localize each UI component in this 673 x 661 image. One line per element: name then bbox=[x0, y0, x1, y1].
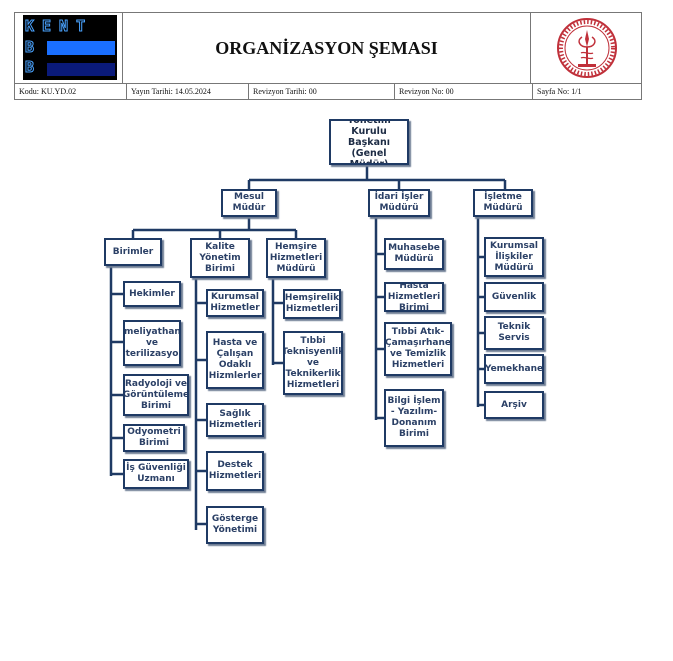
document-info-row: Kodu: KU.YD.02 Yayın Tarihi: 14.05.2024 … bbox=[15, 83, 641, 100]
org-box-tibbi-atik: Tıbbi Atık-Çamaşırhane ve Temizlik Hizme… bbox=[384, 322, 452, 376]
org-box-kalite: Kalite Yönetim Birimi bbox=[190, 238, 250, 278]
org-box-arsiv: Arşiv bbox=[484, 391, 544, 419]
logo-letter-b1: B bbox=[24, 38, 35, 57]
revision-date: Revizyon Tarihi: 00 bbox=[249, 84, 395, 100]
org-box-root: Yönetim Kurulu Başkanı (Genel Müdür) bbox=[329, 119, 409, 165]
org-box-hasta-hizmetleri: Hasta Hizmetleri Birimi bbox=[384, 282, 444, 312]
document-title: ORGANİZASYON ŞEMASI bbox=[123, 13, 531, 83]
org-box-destek-hizmetleri: Destek Hizmetleri bbox=[206, 451, 264, 491]
org-box-kurumsal-iliskiler: Kurumsal İlişkiler Müdürü bbox=[484, 237, 544, 277]
ministry-seal-icon bbox=[531, 13, 643, 83]
org-box-hekimler: Hekimler bbox=[123, 281, 181, 307]
org-box-bilgi-islem: Bilgi İşlem - Yazılım-Donanım Birimi bbox=[384, 389, 444, 447]
org-box-mesul-mudur: Mesul Müdür bbox=[221, 189, 277, 217]
org-box-hasta-calisan: Hasta ve Çalışan Odaklı Hizmlerler bbox=[206, 331, 264, 389]
logo-text: KENT bbox=[24, 17, 94, 36]
document-code: Kodu: KU.YD.02 bbox=[15, 84, 127, 100]
org-box-hemsire: Hemşire Hizmetleri Müdürü bbox=[266, 238, 326, 278]
logo-letter-b2: B bbox=[24, 58, 35, 77]
page-number: Sayfa No: 1/1 bbox=[537, 87, 582, 96]
org-box-teknik-servis: Teknik Servis bbox=[484, 316, 544, 350]
org-box-idari-isler: İdari İşler Müdürü bbox=[368, 189, 430, 217]
logo-bar-1 bbox=[47, 41, 115, 55]
publish-date: Yayın Tarihi: 14.05.2024 bbox=[127, 84, 249, 100]
org-box-tibbi-teknisyenlik: Tıbbi Teknisyenlik ve Teknikerlik Hizmet… bbox=[283, 331, 343, 395]
document-header: KENT B B ORGANİZASYON ŞEMASI Kodu: KU.YD… bbox=[14, 12, 642, 100]
org-box-is-guvenligi: İş Güvenliği Uzmanı bbox=[123, 459, 189, 489]
org-box-odyometri: Odyometri Birimi bbox=[123, 424, 185, 452]
org-box-saglik-hizmetleri: Sağlık Hizmetleri bbox=[206, 403, 264, 437]
org-box-yemekhane: Yemekhane bbox=[484, 354, 544, 384]
org-box-hemsirelik: Hemşirelik Hizmetleri bbox=[283, 289, 341, 319]
org-box-gosterge-yonetimi: Gösterge Yönetimi bbox=[206, 506, 264, 544]
company-logo: KENT B B bbox=[15, 13, 123, 83]
org-box-radyoloji: Radyoloji ve Görüntüleme Birimi bbox=[123, 374, 189, 416]
org-box-ameliyathane: Ameliyathane ve Sterilizasyon bbox=[123, 320, 181, 366]
org-box-kurumsal-hizmetler: Kurumsal Hizmetler bbox=[206, 289, 264, 317]
org-box-birimler: Birimler bbox=[104, 238, 162, 266]
org-box-guvenlik: Güvenlik bbox=[484, 282, 544, 312]
logo-bar-2 bbox=[47, 63, 115, 76]
org-box-isletme: İşletme Müdürü bbox=[473, 189, 533, 217]
revision-number: Revizyon No: 00 bbox=[395, 84, 533, 100]
org-box-muhasebe: Muhasebe Müdürü bbox=[384, 238, 444, 270]
